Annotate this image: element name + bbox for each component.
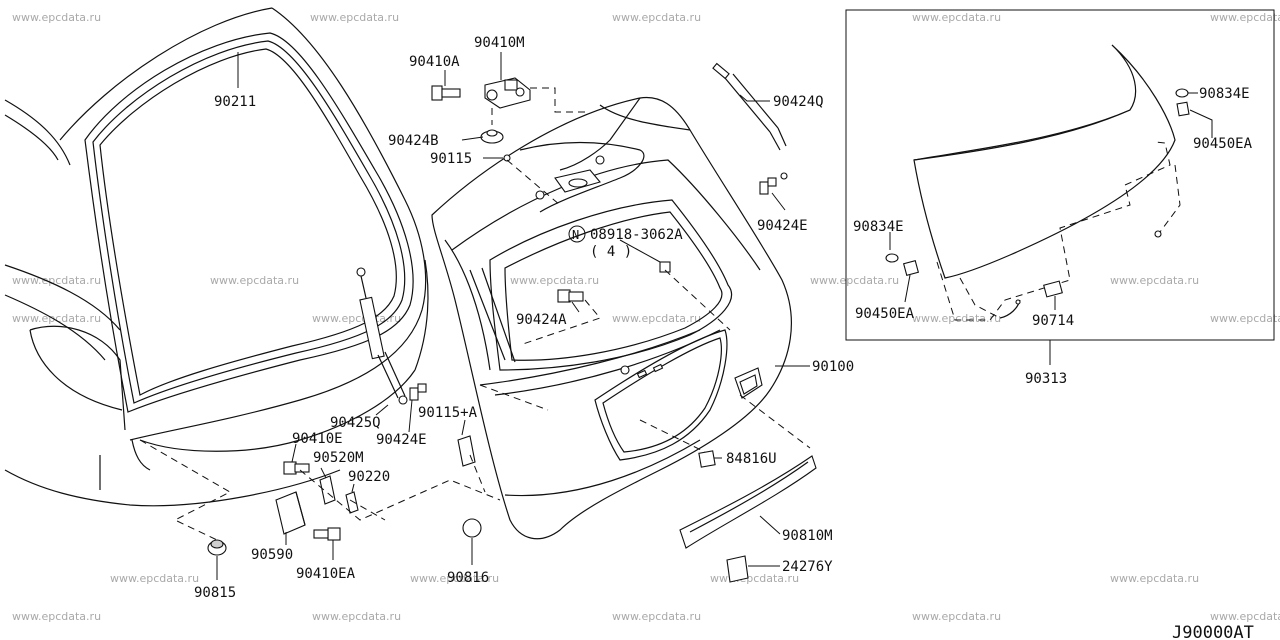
weatherstrip xyxy=(84,32,414,413)
bolt-90410ea xyxy=(313,527,341,541)
label-08918-qty: ( 4 ) xyxy=(590,244,632,260)
label-24276y xyxy=(726,555,749,583)
back-door-panel xyxy=(431,96,792,540)
stay-90425q xyxy=(356,267,408,405)
spacer-90450ea-a xyxy=(1176,101,1190,117)
ball-joint-90424e xyxy=(759,177,777,195)
diagram-code: J90000AT xyxy=(1172,623,1254,640)
label-90115a: 90115+A xyxy=(418,405,478,421)
label-90424b: 90424B xyxy=(388,133,439,149)
license-plate-recess xyxy=(594,329,763,461)
label-90810m: 90810M xyxy=(782,528,833,544)
label-90520m: 90520M xyxy=(313,450,364,466)
label-90100: 90100 xyxy=(812,359,854,375)
label-90834e-a: 90834E xyxy=(1199,86,1250,102)
label-90424e-low: 90424E xyxy=(376,432,427,448)
bolt-90410a xyxy=(431,85,461,101)
watermark: www.epcdata.ru xyxy=(612,610,701,623)
callout-lines xyxy=(216,52,1213,580)
watermark: www.epcdata.ru xyxy=(12,610,101,623)
watermark: www.epcdata.ru xyxy=(1110,274,1199,287)
watermark: www.epcdata.ru xyxy=(1210,312,1280,325)
label-84816u: 84816U xyxy=(726,451,777,467)
label-90425q: 90425Q xyxy=(330,415,381,431)
stay-90424q xyxy=(712,62,788,180)
label-90211: 90211 xyxy=(214,94,256,110)
label-90590: 90590 xyxy=(251,547,293,563)
assembly-dashed-lines xyxy=(139,87,811,541)
striker-90520m xyxy=(319,475,336,505)
watermark: www.epcdata.ru xyxy=(912,312,1001,325)
label-90815: 90815 xyxy=(194,585,236,601)
label-90115: 90115 xyxy=(430,151,472,167)
watermark: www.epcdata.ru xyxy=(810,274,899,287)
watermark: www.epcdata.ru xyxy=(912,11,1001,24)
bumper-90424b xyxy=(480,129,504,144)
emblem-84816u xyxy=(698,450,716,468)
watermark: www.epcdata.ru xyxy=(12,312,101,325)
opener-switch xyxy=(535,155,605,200)
part-labels: 90211 90410M 90410A 90424B 90115 90424Q … xyxy=(194,35,1253,601)
molding-90714 xyxy=(1043,280,1063,298)
watermark: www.epcdata.ru xyxy=(612,312,701,325)
watermark: www.epcdata.ru xyxy=(612,11,701,24)
label-90834e-b: 90834E xyxy=(853,219,904,235)
watermark: www.epcdata.ru xyxy=(312,610,401,623)
watermark: www.epcdata.ru xyxy=(1210,11,1280,24)
label-90424e-top: 90424E xyxy=(757,218,808,234)
note-08918: N 08918-3062A ( 4 ) xyxy=(568,225,683,260)
glass-inset xyxy=(845,9,1275,341)
label-90714: 90714 xyxy=(1032,313,1074,329)
ball-joint-90424e-lower xyxy=(409,383,427,401)
pad-90115a xyxy=(457,435,476,467)
nut-08918 xyxy=(659,261,671,273)
actuator-90590 xyxy=(275,491,306,535)
label-90220: 90220 xyxy=(348,469,390,485)
clip-90115 xyxy=(503,154,511,162)
label-90424a: 90424A xyxy=(516,312,567,328)
label-90313: 90313 xyxy=(1025,371,1067,387)
watermark: www.epcdata.ru xyxy=(110,572,199,585)
label-90816: 90816 xyxy=(447,570,489,586)
label-90410m: 90410M xyxy=(474,35,525,51)
callout-symbol: N xyxy=(572,228,579,242)
watermark: www.epcdata.ru xyxy=(410,572,499,585)
plug-90816 xyxy=(462,518,482,538)
watermark: www.epcdata.ru xyxy=(12,11,101,24)
watermark: www.epcdata.ru xyxy=(1110,572,1199,585)
watermark-layer: www.epcdata.ru www.epcdata.ru www.epcdat… xyxy=(12,11,1280,623)
label-90450ea-a: 90450EA xyxy=(1193,136,1253,152)
watermark: www.epcdata.ru xyxy=(310,11,399,24)
bolt-90424a xyxy=(557,289,584,303)
spacer-90450ea-b xyxy=(902,259,920,277)
label-90410a: 90410A xyxy=(409,54,460,70)
bumper-90815 xyxy=(207,539,227,556)
bolt-90410e xyxy=(283,461,310,475)
label-08918: 08918-3062A xyxy=(590,227,683,243)
watermark: www.epcdata.ru xyxy=(912,610,1001,623)
clip-90834e-b xyxy=(885,253,899,263)
label-90424q: 90424Q xyxy=(773,94,824,110)
label-90410e: 90410E xyxy=(292,431,343,447)
label-24276y: 24276Y xyxy=(782,559,833,575)
finisher-90810m xyxy=(679,455,817,549)
watermark: www.epcdata.ru xyxy=(210,274,299,287)
watermark: www.epcdata.ru xyxy=(312,312,401,325)
label-90410ea: 90410EA xyxy=(296,566,356,582)
watermark: www.epcdata.ru xyxy=(1210,610,1280,623)
watermark: www.epcdata.ru xyxy=(510,274,599,287)
hinge-90410m xyxy=(484,77,531,109)
watermark: www.epcdata.ru xyxy=(12,274,101,287)
car-body-opening xyxy=(4,7,429,507)
striker-90220 xyxy=(345,491,359,514)
label-90450ea-b: 90450EA xyxy=(855,306,915,322)
clip-90834e-a xyxy=(1175,88,1189,98)
